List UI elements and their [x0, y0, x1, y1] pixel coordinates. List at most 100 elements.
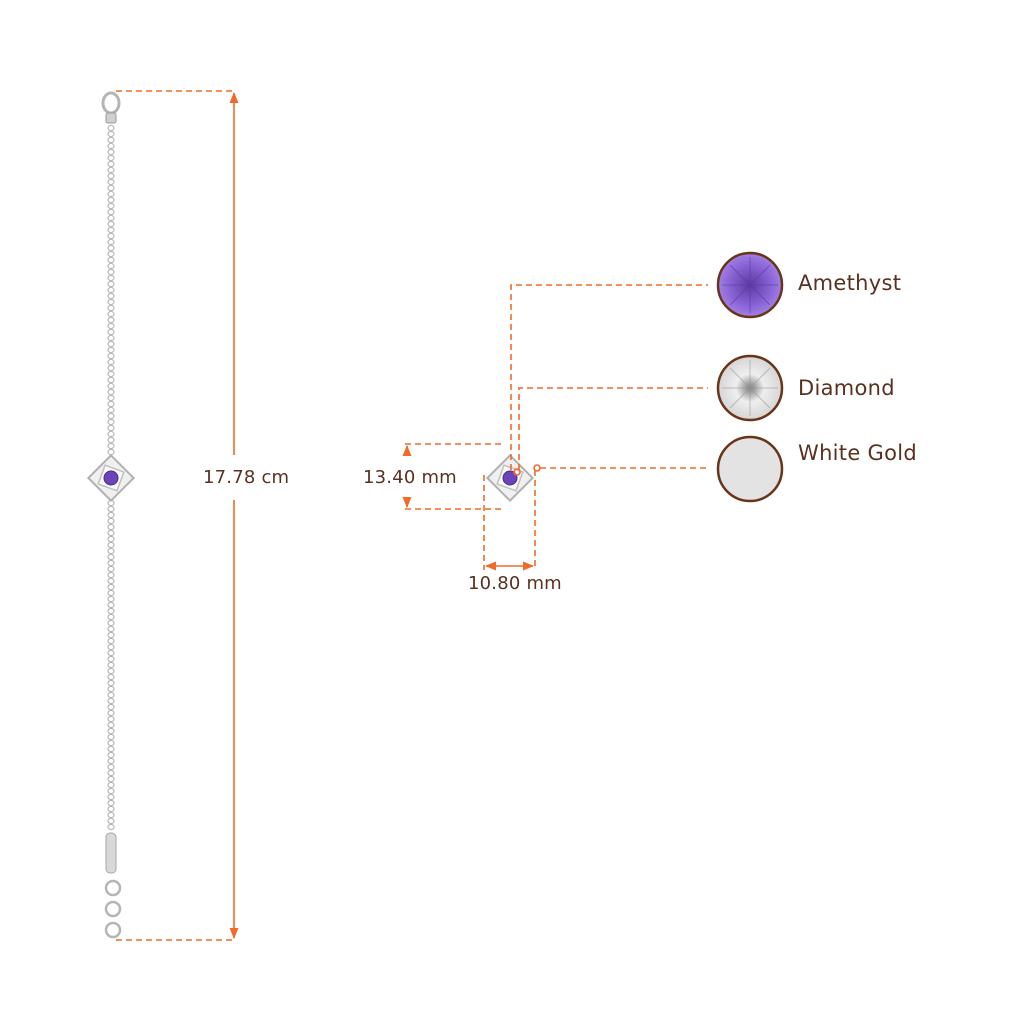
chain-link: [107, 208, 115, 216]
chain-link: [107, 763, 115, 771]
chain-link: [107, 589, 115, 597]
chain-link: [107, 547, 115, 555]
chain-link: [107, 394, 115, 402]
chain-link: [107, 424, 115, 432]
chain-link: [107, 406, 115, 414]
chain-link: [107, 328, 115, 336]
chain-link: [107, 160, 115, 168]
lobster-clasp: [101, 91, 121, 124]
chain-link: [107, 793, 115, 801]
pendant-closeup: [485, 453, 535, 503]
chain-link: [107, 643, 115, 651]
chain-link: [107, 262, 115, 270]
chain-link: [107, 685, 115, 693]
chain-link: [107, 436, 115, 444]
chain-link: [107, 541, 115, 549]
legend-label-white-gold: White Gold: [798, 441, 918, 465]
chain-link: [107, 721, 115, 729]
chain-link: [107, 703, 115, 711]
chain-link: [107, 172, 115, 180]
diamond-swatch: [716, 354, 784, 422]
chain-link: [107, 787, 115, 795]
chain-link: [107, 775, 115, 783]
chain-link: [107, 631, 115, 639]
chain-link: [107, 553, 115, 561]
chain-link: [107, 673, 115, 681]
chain-link: [107, 376, 115, 384]
white-gold-swatch: [716, 435, 784, 503]
chain-link: [107, 667, 115, 675]
bracelet-tag: [105, 832, 117, 874]
chain-link: [107, 310, 115, 318]
chain-link: [107, 751, 115, 759]
chain-link: [107, 757, 115, 765]
chain-link: [107, 529, 115, 537]
extension-rings: [104, 879, 122, 939]
chain-link: [107, 304, 115, 312]
chain-link: [107, 178, 115, 186]
chain-link: [107, 190, 115, 198]
chain-link: [107, 184, 115, 192]
pendant-width-label: 10.80 mm: [468, 573, 562, 594]
chain-link: [107, 733, 115, 741]
chain-link: [107, 292, 115, 300]
pendant-height-label: 13.40 mm: [363, 467, 457, 488]
chain-link: [107, 418, 115, 426]
width-dimension: [483, 470, 536, 571]
chain-link: [107, 523, 115, 531]
chain-link: [107, 322, 115, 330]
chain-link: [107, 781, 115, 789]
chain-link: [107, 226, 115, 234]
chain-link: [107, 370, 115, 378]
chain-link: [107, 655, 115, 663]
chain-link: [107, 583, 115, 591]
chain-link: [107, 388, 115, 396]
chain-link: [107, 745, 115, 753]
chain-link: [107, 571, 115, 579]
chain-link: [107, 811, 115, 819]
chain-link: [107, 613, 115, 621]
chain-link: [107, 268, 115, 276]
chain-link: [107, 595, 115, 603]
chain-link: [107, 166, 115, 174]
bracelet-pendant: [86, 453, 136, 503]
chain-link: [107, 577, 115, 585]
bracelet: [86, 91, 136, 939]
leader-lines: [510, 284, 708, 476]
legend-label-amethyst: Amethyst: [798, 271, 902, 295]
chain-link: [107, 430, 115, 438]
height-dimension: [402, 443, 505, 510]
chain-link: [107, 196, 115, 204]
chain-link: [107, 739, 115, 747]
chain-link: [107, 412, 115, 420]
chain-link: [107, 637, 115, 645]
chain-link: [107, 382, 115, 390]
chain-link: [107, 769, 115, 777]
chain-link: [107, 214, 115, 222]
chain-link: [107, 340, 115, 348]
chain-link: [107, 244, 115, 252]
chain-link: [107, 232, 115, 240]
chain-link: [107, 601, 115, 609]
chain-link: [107, 499, 115, 507]
chain-link: [107, 715, 115, 723]
chain-link: [107, 256, 115, 264]
chain-link: [107, 565, 115, 573]
leader-diamond: [518, 387, 708, 470]
chain-link: [107, 280, 115, 288]
chain-lower: [107, 499, 115, 831]
chain-link: [107, 607, 115, 615]
chain-link: [107, 649, 115, 657]
chain-link: [107, 220, 115, 228]
chain-link: [107, 517, 115, 525]
chain-link: [107, 535, 115, 543]
bracelet-length-label: 17.78 cm: [203, 467, 290, 488]
chain-link: [107, 697, 115, 705]
chain-link: [107, 709, 115, 717]
chain-link: [107, 250, 115, 258]
legend-label-diamond: Diamond: [798, 376, 895, 400]
leader-amethyst: [510, 284, 708, 470]
chain-link: [107, 817, 115, 825]
amethyst-stone: [103, 470, 119, 486]
chain-link: [107, 298, 115, 306]
